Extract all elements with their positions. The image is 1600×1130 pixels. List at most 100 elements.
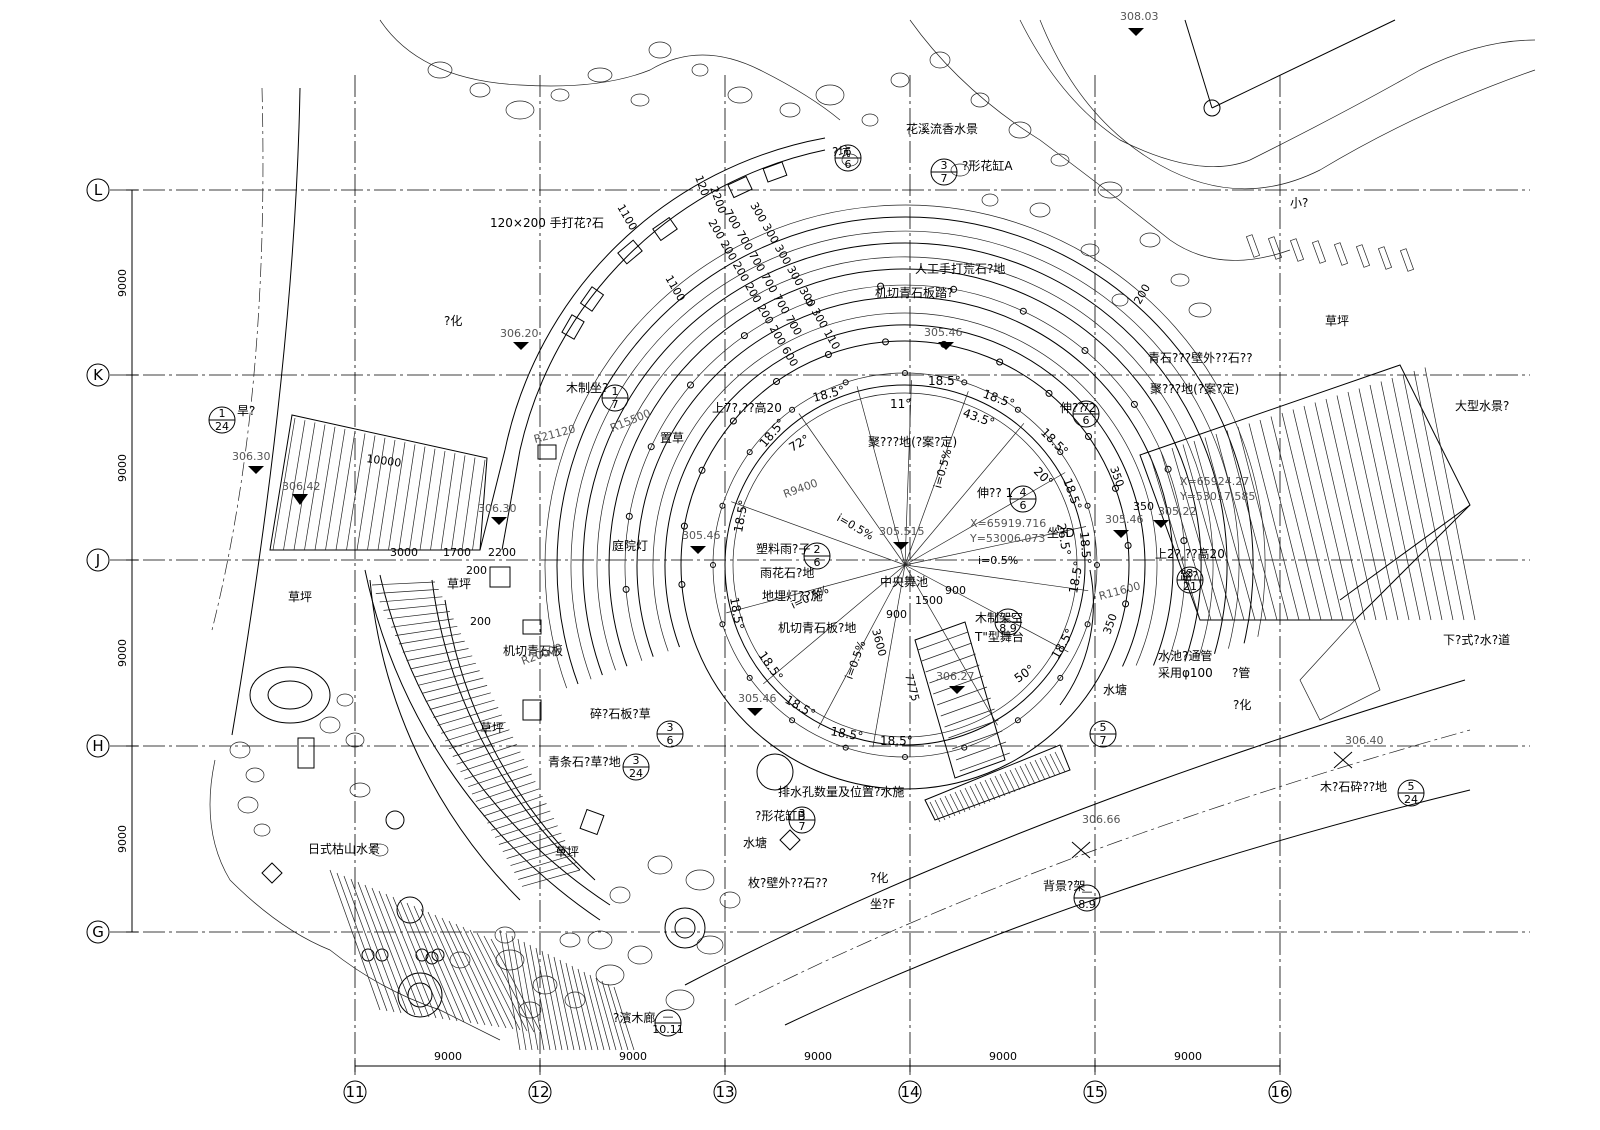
label-keng: ?坑 <box>832 144 850 159</box>
axis-bubble-K: K <box>86 363 110 387</box>
label-pipe: ?管 <box>1232 665 1250 680</box>
amphitheater <box>544 204 1266 790</box>
svg-text:L: L <box>94 181 103 199</box>
label-rain-flower-stone: 雨花石?地 <box>760 565 814 580</box>
callout-sheet: 6 <box>667 734 674 747</box>
dim-col-2: 9000 <box>619 1050 647 1063</box>
callout-sheet: 24 <box>1404 793 1418 806</box>
elev-306-30b: 306.30 <box>478 502 517 515</box>
label-grass-j2: 草坪 <box>447 577 471 591</box>
elev-306-20: 306.20 <box>500 327 539 340</box>
dim-col-3: 9000 <box>804 1050 832 1063</box>
axis-bubble-G: G <box>86 920 110 944</box>
angle-4: 18.5° <box>1038 425 1071 458</box>
svg-text:K: K <box>93 366 104 384</box>
callout-bubble: 37 <box>788 806 816 834</box>
dim-1500: 1500 <box>915 594 943 607</box>
callout-bubble: 324 <box>622 753 650 781</box>
outer-walls <box>364 137 1094 921</box>
label-seat-f: 坐?F <box>870 897 895 911</box>
radius-9400: R9400 <box>782 476 820 500</box>
angle-50: 50° <box>1012 662 1037 686</box>
label-water-mist: 水塘 <box>1103 682 1127 697</box>
label-wood-frame: 木制架空 <box>975 611 1023 625</box>
label-central-stage: 中央舞池 <box>880 574 928 589</box>
label-wood-stone-ground: 木?石砕??地 <box>1320 779 1387 794</box>
label-planter-b: ?形花缸B <box>755 808 806 823</box>
angle-6: 18.5° <box>1077 531 1094 565</box>
axis-bubble-L: L <box>86 178 110 202</box>
column-axis-bubbles: 11 12 13 14 15 16 <box>343 1080 1292 1104</box>
label-slope-1: i=0.5% <box>835 511 876 542</box>
dim-200d: 200 <box>1131 282 1153 307</box>
elev-308-03: 308.03 <box>1120 10 1159 23</box>
label-flower-stream: 花溪流香水景 <box>906 121 978 136</box>
label-cut-bluestone-plate: 机切青石板 <box>503 644 563 658</box>
elev-306-27: 306.27 <box>936 670 975 683</box>
dim-350b: 350 <box>1133 500 1154 513</box>
angle-20: 20° <box>1031 464 1056 489</box>
elev-306-30a: 306.30 <box>232 450 271 463</box>
label-small: 小? <box>1290 196 1308 210</box>
dim-200-series: 200 200 200 200 200 200 600 <box>705 217 800 369</box>
label-planter-a: ?形花缸A <box>962 158 1013 173</box>
callout-sheet: 7 <box>799 820 806 833</box>
elevation-markers: 308.03 306.20 306.30 306.42 306.30 305.4… <box>232 10 1384 826</box>
row-axis-bubbles: L K J H G <box>86 178 110 944</box>
label-stretch-1: 伸?? 1 <box>977 486 1013 500</box>
callout-sheet: 24 <box>215 420 229 433</box>
label-broken-stone-grass: 碎?石板?草 <box>590 706 651 721</box>
callout-number: 6 <box>845 145 852 158</box>
t-stage <box>914 621 1071 823</box>
svg-text:G: G <box>92 923 104 941</box>
label-cut-bluestone-ground: 机切青石板?地 <box>778 621 856 635</box>
callout-bubble: 46 <box>1009 485 1037 513</box>
radius-11600: R11600 <box>1097 579 1142 603</box>
callout-bubble: —8.9 <box>994 608 1022 636</box>
callout-bubble: 321 <box>1176 566 1204 594</box>
dim-900a: 900 <box>886 608 907 621</box>
angle-10: 18.5° <box>829 724 864 743</box>
callout-bubble: 76 <box>1072 400 1100 428</box>
label-gather-ground-1: 聚???地(?案?定) <box>868 434 957 449</box>
label-lower-water-channel: 下?式?水?道 <box>1443 633 1510 647</box>
callout-number: 5 <box>1408 780 1415 793</box>
dimension-lines: 9000 9000 9000 9000 9000 9000 9000 9000 … <box>116 189 1281 1072</box>
label-cut-bluestone-step: 机切青石板踏? <box>875 286 953 300</box>
callout-sheet: 8.9 <box>999 622 1017 635</box>
label-japanese-dry: 日式枯山水景 <box>308 841 380 856</box>
label-water-pool-pipe: 水池?通管 <box>1158 648 1212 663</box>
axis-bubble-14: 14 <box>898 1080 922 1104</box>
road-curves <box>211 87 1471 1026</box>
dim-350c: 350 <box>1101 612 1120 636</box>
axis-bubble-H: H <box>86 734 110 758</box>
dim-col-5: 9000 <box>1174 1050 1202 1063</box>
dim-200b: 200 <box>466 564 487 577</box>
label-grass-g: 草坪 <box>555 845 579 859</box>
callout-number: 4 <box>1020 486 1027 499</box>
angle-7: 18.5° <box>1066 560 1085 595</box>
label-slope-3: i=0.5% <box>978 554 1018 567</box>
text-labels: 花溪流香水景 ?坑 ?形花缸A 120×200 手打花?石 人工手打荒石?地 机… <box>237 121 1510 1025</box>
label-hua-bottom: ?化 <box>870 871 888 885</box>
angle-12: 18.5° <box>756 649 786 684</box>
callout-bubble: 17 <box>601 384 629 412</box>
callout-number: 7 <box>1083 401 1090 414</box>
callout-number: 5 <box>1100 721 1107 734</box>
dim-900b: 900 <box>945 584 966 597</box>
angle-72: 72° <box>787 432 812 455</box>
label-t-stage: T"型舞台 <box>974 629 1024 644</box>
angle-11deg: 11° <box>890 397 911 411</box>
callout-sheet: 6 <box>1020 499 1027 512</box>
angle-5: 18.5° <box>1060 476 1084 512</box>
svg-text:H: H <box>92 737 103 755</box>
dim-3000: 3000 <box>390 546 418 559</box>
dim-1700: 1700 <box>443 546 471 559</box>
label-water-pond: 水塘 <box>743 835 767 850</box>
grid-axes <box>110 75 1530 1075</box>
callout-number: 2 <box>814 543 821 556</box>
label-artificial-stone: 人工手打荒石?地 <box>915 262 1005 276</box>
dim-col-4: 9000 <box>989 1050 1017 1063</box>
label-coord-right-x: X=65924.27 <box>1180 475 1249 488</box>
